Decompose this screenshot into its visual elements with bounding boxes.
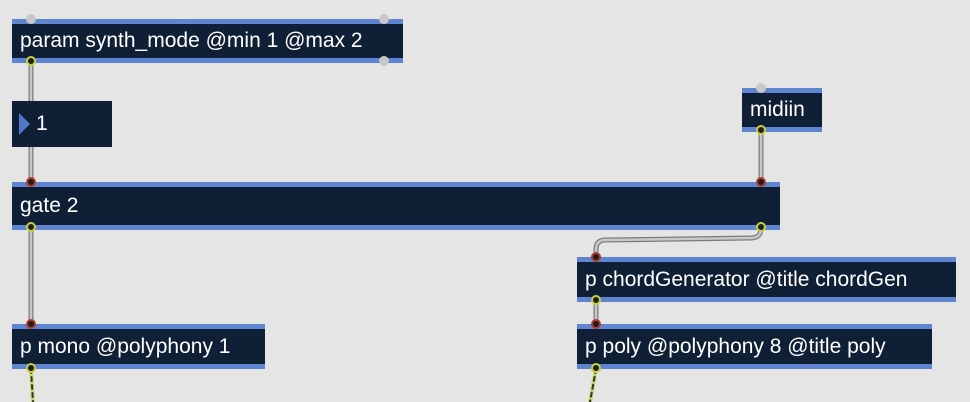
param-outlet-right[interactable] [379,56,389,66]
number-box[interactable]: 1 [12,101,112,147]
cord-poly-out [588,367,598,402]
poly-inlet[interactable] [591,319,601,329]
gate-outlet-left[interactable] [26,222,36,232]
midiin-inlet[interactable] [756,83,766,93]
param-object[interactable]: param synth_mode @min 1 @max 2 [12,19,403,63]
chordgenerator-outlet[interactable] [591,295,601,305]
gate-inlet-left[interactable] [26,177,36,187]
chordgenerator-object-label: p chordGenerator @title chordGen [585,267,908,291]
mono-inlet[interactable] [26,319,36,329]
chordgenerator-object[interactable]: p chordGenerator @title chordGen [577,257,956,302]
param-inlet[interactable] [26,14,36,24]
poly-outlet[interactable] [591,363,601,373]
cord-gate-to-chord [593,225,764,261]
number-box-triangle-icon [19,113,30,135]
mono-outlet[interactable] [26,363,36,373]
poly-object[interactable]: p poly @polyphony 8 @title poly [577,324,932,369]
chordgenerator-inlet[interactable] [591,252,601,262]
cord-mono-out [29,367,35,402]
midiin-object-label: midiin [750,98,805,121]
gate-object-label: gate 2 [20,194,79,217]
midiin-outlet[interactable] [756,125,766,135]
gate-inlet-right[interactable] [756,177,766,187]
gate-outlet-right[interactable] [756,222,766,232]
mono-object[interactable]: p mono @polyphony 1 [12,324,265,369]
poly-object-label: p poly @polyphony 8 @title poly [585,334,886,358]
number-box-value: 1 [36,112,48,135]
param-outlet[interactable] [26,56,36,66]
gate-object[interactable]: gate 2 [12,182,780,230]
param-object-label: param synth_mode @min 1 @max 2 [20,29,363,52]
midiin-object[interactable]: midiin [742,88,822,132]
param-inlet-right[interactable] [379,14,389,24]
mono-object-label: p mono @polyphony 1 [20,334,231,358]
